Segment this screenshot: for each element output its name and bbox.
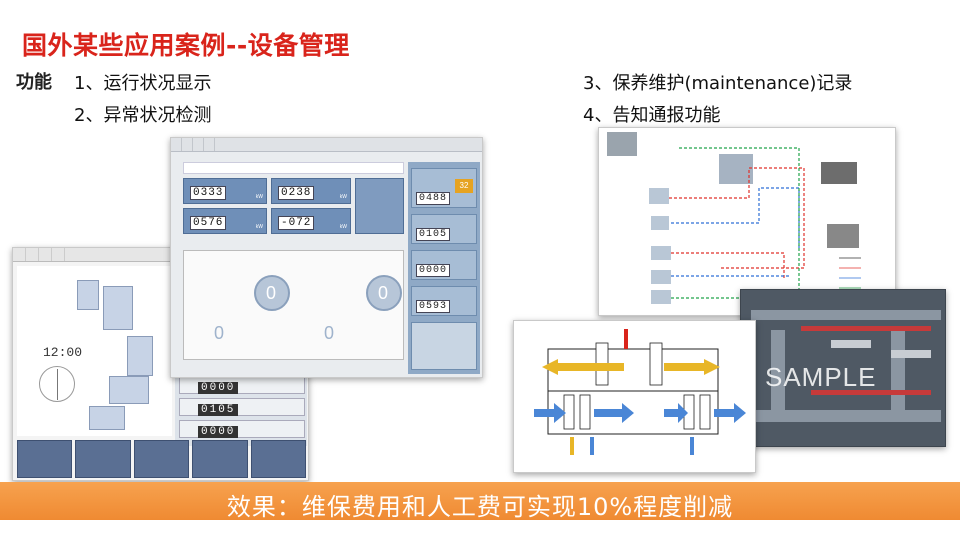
feature-item-4: 4、告知通报功能 — [583, 105, 721, 126]
photo-drawing — [741, 290, 945, 446]
right-status-column: 0488 32 0105 0000 0593 — [408, 162, 480, 374]
readout-value: 0000 — [198, 382, 239, 394]
status-value: 0488 — [416, 192, 451, 205]
rate-value: 0 — [324, 323, 335, 343]
campus-map — [17, 266, 172, 436]
metric-value: -072 — [278, 216, 315, 230]
bottom-button-bar — [17, 440, 307, 478]
gauge-icon: 0 — [366, 275, 402, 311]
metric-tile — [355, 178, 404, 234]
nav-button[interactable] — [250, 440, 307, 478]
equipment-schematic — [598, 127, 896, 316]
air-flow-diagram — [513, 320, 756, 473]
status-value: 0000 — [416, 264, 451, 277]
feature-item-2: 2、异常状况检测 — [74, 105, 212, 126]
readout-box: 0000 — [179, 420, 305, 438]
nav-button[interactable] — [75, 440, 131, 478]
nav-button[interactable] — [17, 440, 73, 478]
compass-icon — [39, 366, 75, 402]
clock-display: 12:00 — [43, 345, 83, 360]
status-block: 0593 — [411, 286, 477, 316]
battery-panel: 0 0 0 0 — [183, 250, 404, 360]
flow-drawing — [514, 321, 755, 472]
readout-value: 0000 — [198, 426, 239, 438]
piping-photo: SAMPLE — [740, 289, 946, 447]
status-value: 0105 — [416, 228, 451, 241]
readout-value: 0105 — [198, 404, 239, 416]
sample-watermark: SAMPLE — [765, 362, 877, 392]
features-label: 功能 — [16, 72, 52, 93]
readout-box: 0000 — [179, 376, 305, 394]
status-block: 0000 — [411, 250, 477, 280]
rate-value: 0 — [214, 323, 225, 343]
metric-value: 0333 — [190, 186, 227, 200]
metric-value: 0238 — [278, 186, 315, 200]
status-block: 0488 32 — [411, 168, 477, 208]
result-banner-text: 效果：维保费用和人工费可实现10%程度削减 — [226, 493, 734, 521]
status-list — [411, 322, 477, 370]
nav-button[interactable] — [133, 440, 190, 478]
result-banner — [0, 482, 960, 520]
status-value: 0593 — [416, 300, 451, 313]
weather-strip — [183, 162, 404, 174]
nav-button[interactable] — [192, 440, 248, 478]
screenshot-tab-bar — [171, 138, 482, 152]
feature-item-3: 3、保养维护(maintenance)记录 — [583, 73, 853, 94]
gauge-icon: 0 — [254, 275, 290, 311]
readout-box: 0105 — [179, 398, 305, 416]
metric-value: 0576 — [190, 216, 227, 230]
schematic-drawing — [607, 132, 861, 304]
percent-badge: 32 — [455, 179, 473, 193]
feature-item-1: 1、运行状况显示 — [74, 73, 212, 94]
status-block: 0105 — [411, 214, 477, 244]
slide-title: 国外某些应用案例--设备管理 — [22, 31, 350, 60]
